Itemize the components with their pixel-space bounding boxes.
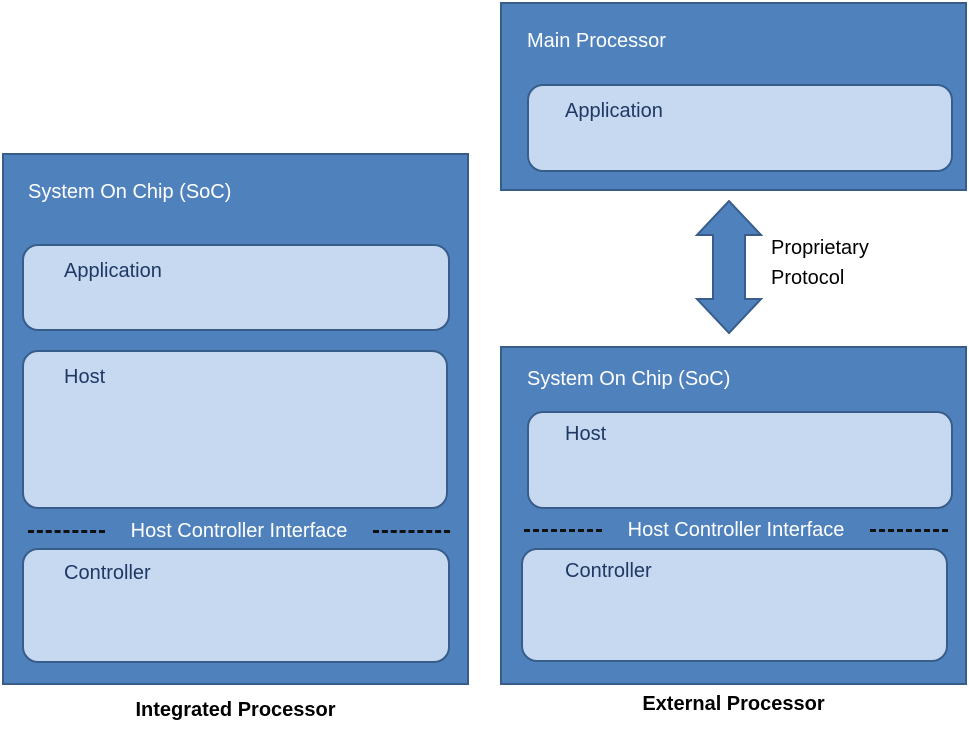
integrated-hci: Host Controller Interface <box>28 519 451 543</box>
proprietary-protocol-label: Proprietary Protocol <box>771 233 869 293</box>
main-application-label: Application <box>565 100 663 122</box>
integrated-caption: Integrated Processor <box>135 699 336 721</box>
integrated-hci-dash-right <box>373 529 451 533</box>
external-hci: Host Controller Interface <box>524 518 949 542</box>
external-hci-dash-right <box>870 528 949 532</box>
integrated-hci-dash-left <box>28 529 105 533</box>
external-controller-label: Controller <box>565 560 652 582</box>
external-caption: External Processor <box>642 693 825 715</box>
external-controller-box: Controller <box>521 548 948 662</box>
integrated-controller-box: Controller <box>22 548 450 663</box>
external-hci-label: Host Controller Interface <box>627 518 845 541</box>
integrated-hci-label: Host Controller Interface <box>130 519 348 542</box>
protocol-line-2: Protocol <box>771 267 845 289</box>
main-processor-box: Main Processor Application <box>500 2 967 191</box>
integrated-soc-title: System On Chip (SoC) <box>28 181 232 203</box>
external-soc-box: System On Chip (SoC) Host Host Controlle… <box>500 346 967 685</box>
external-host-label: Host <box>565 423 607 445</box>
integrated-controller-label: Controller <box>64 562 151 584</box>
integrated-host-box: Host <box>22 350 448 509</box>
double-arrow-icon <box>695 200 763 334</box>
external-host-box: Host <box>527 411 953 509</box>
integrated-application-label: Application <box>64 260 162 282</box>
main-application-box: Application <box>527 84 953 172</box>
integrated-application-box: Application <box>22 244 450 331</box>
main-processor-title: Main Processor <box>527 30 666 52</box>
integrated-host-label: Host <box>64 366 106 388</box>
external-soc-title: System On Chip (SoC) <box>527 368 731 390</box>
external-hci-dash-left <box>524 528 602 532</box>
protocol-line-1: Proprietary <box>771 237 869 259</box>
integrated-soc-box: System On Chip (SoC) Application Host Ho… <box>2 153 469 685</box>
